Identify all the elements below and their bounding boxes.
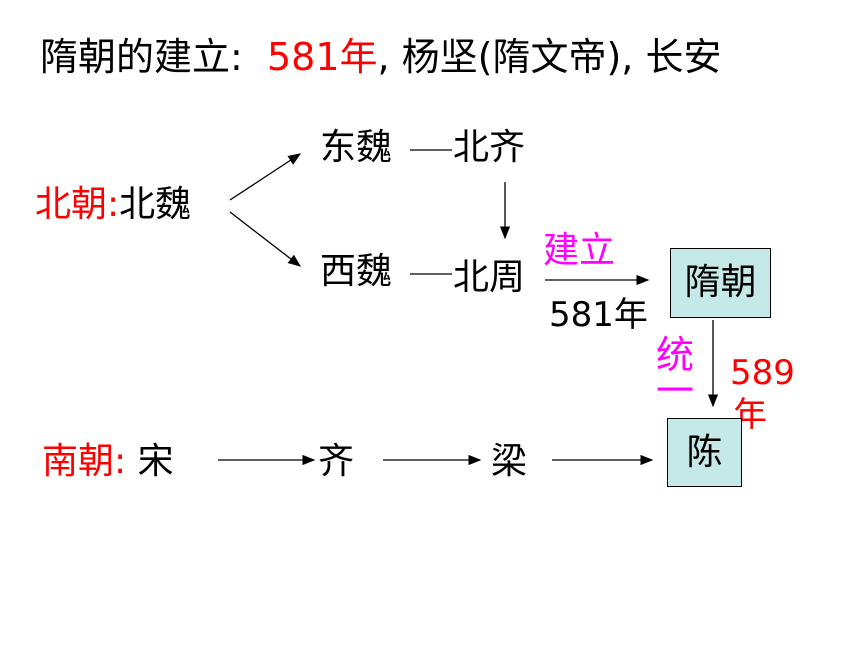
south-qi: 齐 xyxy=(318,441,355,482)
south-song: 宋 xyxy=(137,441,174,482)
unify-year-number: 589 xyxy=(730,353,795,393)
south-label: 南朝: xyxy=(42,441,127,482)
north-label: 北朝: xyxy=(35,184,120,225)
north-qi: 北齐 xyxy=(453,127,526,168)
west-wei: 西魏 xyxy=(320,251,393,292)
title-suffix: , 杨坚(隋文帝), 长安 xyxy=(377,35,722,79)
chen-dynasty-box: 陈 xyxy=(667,418,742,487)
unify-char-1: 统 xyxy=(656,333,695,377)
south-label-row: 南朝: 宋 xyxy=(42,444,174,480)
arrow-to-west-wei xyxy=(229,211,302,267)
title-year: 581年 xyxy=(266,35,378,79)
page-title: 隋朝的建立: 581年, 杨坚(隋文帝), 长安 xyxy=(40,38,721,76)
chen-dynasty-label: 陈 xyxy=(686,431,723,473)
title-prefix: 隋朝的建立: xyxy=(40,35,267,79)
founding-year: 581年 xyxy=(549,295,648,335)
south-liang: 梁 xyxy=(491,441,528,482)
founding-label: 建立 xyxy=(543,230,616,271)
sui-dynasty-label: 隋朝 xyxy=(684,262,757,303)
north-zhou: 北周 xyxy=(453,257,526,298)
arrow-to-east-wei xyxy=(229,153,302,201)
north-dynasties-row: 北朝:北魏 xyxy=(35,187,191,223)
north-wei: 北魏 xyxy=(119,184,192,225)
sui-dynasty-box: 隋朝 xyxy=(670,248,771,318)
unify-char-2: 一 xyxy=(656,369,695,413)
east-wei: 东魏 xyxy=(320,127,393,168)
